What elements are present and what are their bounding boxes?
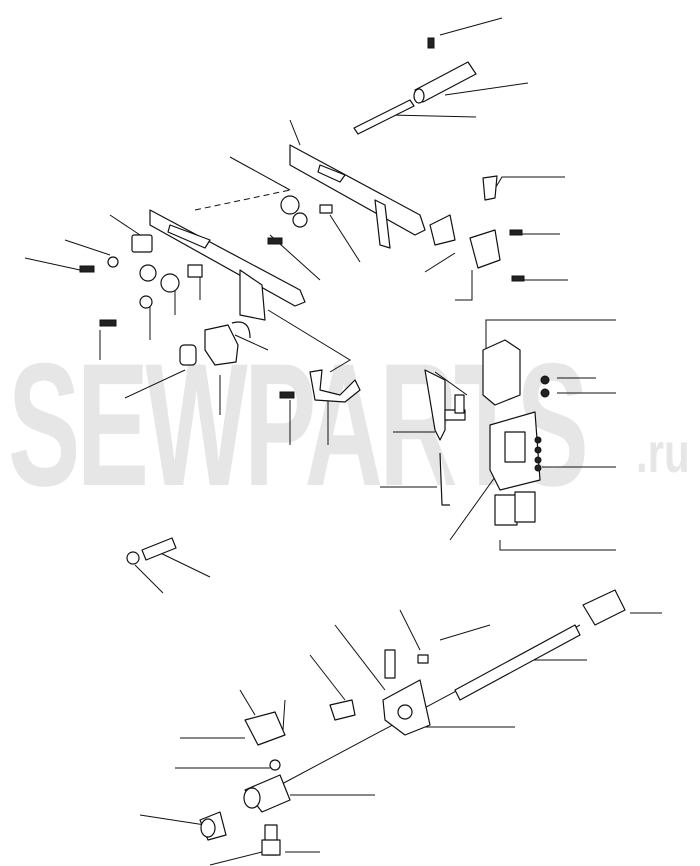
- leader-lines: [24, 17, 662, 866]
- parts: [79, 37, 626, 856]
